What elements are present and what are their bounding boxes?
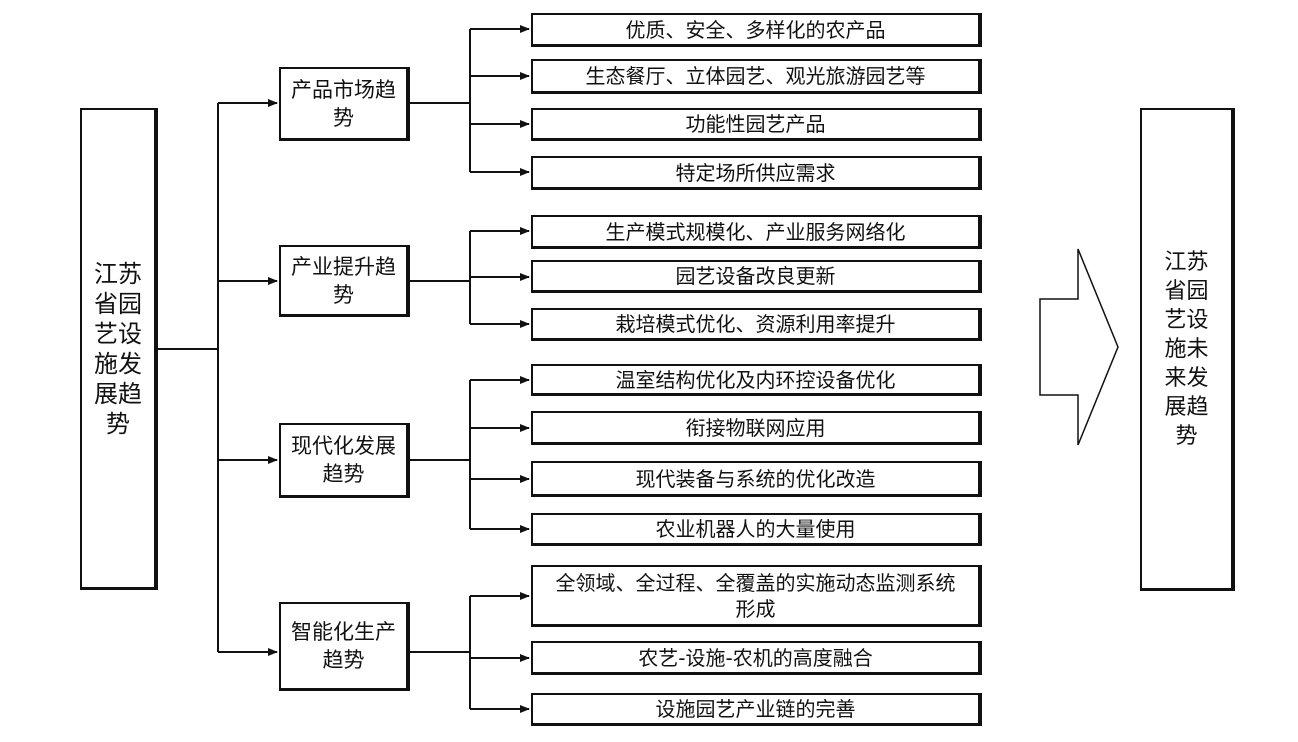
branch-box-3: 现代化发展趋势: [279, 423, 410, 498]
leaf-box: 园艺设备改良更新: [531, 260, 982, 293]
branch-label: 产业提升趋势: [291, 254, 396, 307]
leaf-label: 功能性园艺产品: [685, 112, 826, 136]
leaf-label: 园艺设备改良更新: [675, 264, 836, 288]
leaf-label: 衔接物联网应用: [685, 415, 826, 440]
leaf-box: 生态餐厅、立体园艺、观光旅游园艺等: [531, 59, 982, 94]
leaf-label: 特定场所供应需求: [675, 160, 836, 185]
leaf-label: 生态餐厅、立体园艺、观光旅游园艺等: [585, 64, 926, 88]
branch-box-1: 产品市场趋势: [279, 67, 410, 141]
leaf-label: 农业机器人的大量使用: [655, 517, 856, 541]
branch-box-4: 智能化生产趋势: [279, 602, 410, 691]
leaf-label: 生产模式规模化、产业服务网络化: [605, 219, 906, 244]
leaf-box: 生产模式规模化、产业服务网络化: [531, 215, 982, 249]
result-label: 江苏省园艺设施未来发展趋势: [1164, 249, 1209, 449]
leaf-box: 衔接物联网应用: [531, 411, 982, 445]
branch-label: 智能化生产趋势: [291, 620, 396, 672]
leaf-box: 优质、安全、多样化的农产品: [531, 13, 982, 47]
leaf-label: 栽培模式优化、资源利用率提升: [615, 312, 896, 336]
branch-label: 产品市场趋势: [291, 77, 396, 130]
leaf-box: 现代装备与系统的优化改造: [531, 461, 982, 497]
leaf-box: 农业机器人的大量使用: [531, 513, 982, 546]
leaf-label: 温室结构优化及内环控设备优化: [615, 367, 896, 392]
leaf-box: 特定场所供应需求: [531, 156, 982, 190]
result-arrow: [1039, 248, 1119, 446]
leaf-box: 温室结构优化及内环控设备优化: [531, 364, 982, 396]
leaf-box: 栽培模式优化、资源利用率提升: [531, 308, 982, 341]
branch-label: 现代化发展趋势: [291, 434, 396, 486]
leaf-label: 全领域、全过程、全覆盖的实施动态监测系统形成: [555, 570, 956, 621]
leaf-box: 设施园艺产业链的完善: [531, 693, 982, 726]
leaf-label: 农艺-设施-农机的高度融合: [638, 645, 873, 670]
root-label: 江苏省园艺设施发展趋势: [94, 259, 142, 438]
leaf-label: 现代装备与系统的优化改造: [635, 466, 876, 491]
root-box: 江苏省园艺设施发展趋势: [80, 108, 158, 590]
leaf-box: 农艺-设施-农机的高度融合: [531, 641, 982, 675]
leaf-label: 优质、安全、多样化的农产品: [625, 17, 886, 42]
result-box: 江苏省园艺设施未来发展趋势: [1140, 108, 1235, 591]
branch-box-2: 产业提升趋势: [279, 245, 410, 317]
leaf-label: 设施园艺产业链的完善: [655, 697, 856, 721]
leaf-box: 全领域、全过程、全覆盖的实施动态监测系统形成: [531, 565, 982, 627]
leaf-box: 功能性园艺产品: [531, 108, 982, 141]
